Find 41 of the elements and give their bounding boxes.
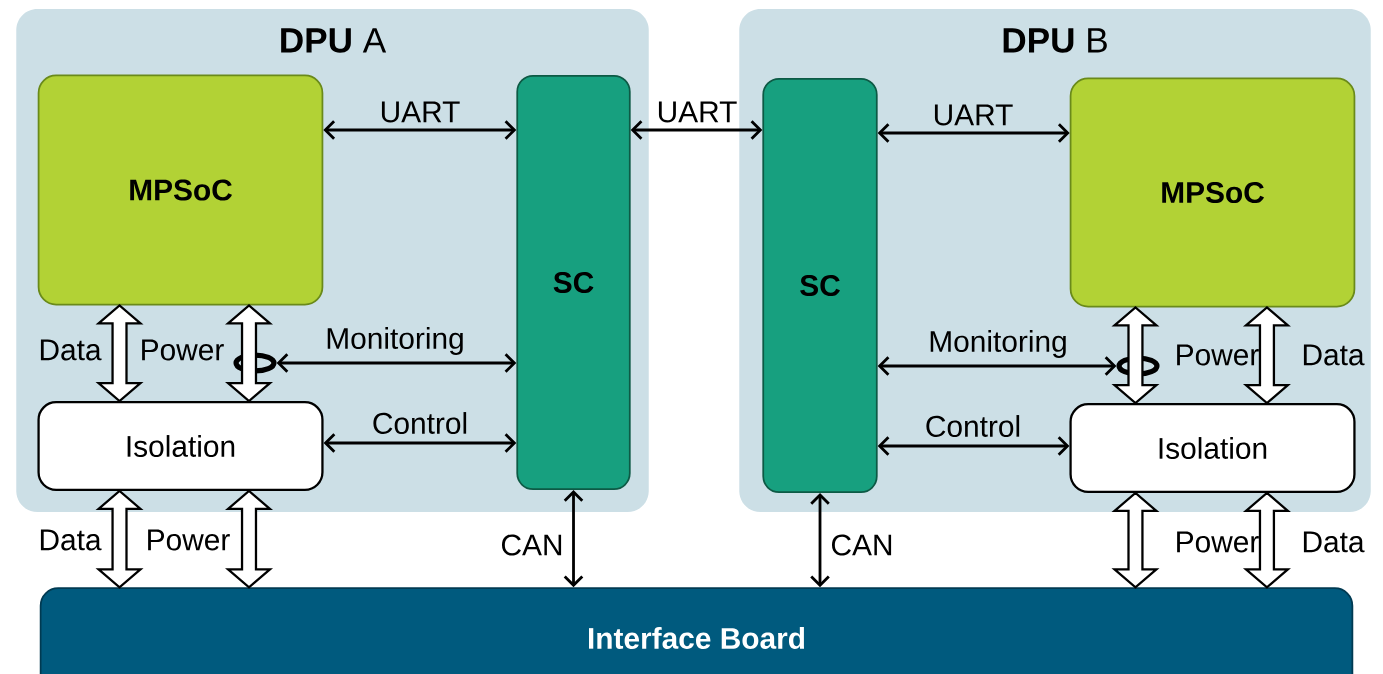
edge-label: CAN [832,534,892,556]
arrow [877,436,1070,456]
arrow [323,120,517,140]
processor-box: MPSoC [37,74,324,306]
controller-box: SC [762,77,878,494]
edge-label: UART [658,101,737,123]
arrow [323,433,517,453]
arrow [810,493,830,588]
isolation-box: Isolation [37,401,324,491]
edge-label: UART [381,101,460,123]
edge-label: Data [40,529,102,551]
controller-box: SC [516,74,631,491]
processor-box: MPSoC [1069,77,1356,308]
edge-label: CAN [502,534,562,556]
arrow [877,356,1117,376]
arrow [877,123,1070,143]
arrow [630,120,763,140]
block-arrow [95,489,144,589]
edge-label: Power [1177,531,1259,553]
edge-label: Power [1177,344,1259,366]
edge-label: Control [926,415,1020,437]
edge-label: Monitoring [930,330,1066,358]
edge-label: Data [40,339,102,361]
block-arrow [1242,491,1291,589]
edge-label: Monitoring [327,327,463,355]
arrow [276,353,517,373]
block-arrow [225,303,273,403]
block-arrow [1242,305,1291,405]
arrow [563,490,584,588]
edge-label: Data [1303,344,1365,366]
edge-label: UART [934,104,1013,126]
edge-label: Power [148,529,230,551]
edge-label: Data [1303,531,1365,553]
edge-label: Control [373,412,467,434]
block-arrow [1111,305,1160,405]
block-arrow [225,489,273,589]
block-arrow [1111,491,1160,589]
isolation-box: Isolation [1069,403,1356,493]
block-arrow [95,303,144,403]
edge-label: Power [142,339,224,361]
interface-board: Interface Board [39,587,1354,674]
